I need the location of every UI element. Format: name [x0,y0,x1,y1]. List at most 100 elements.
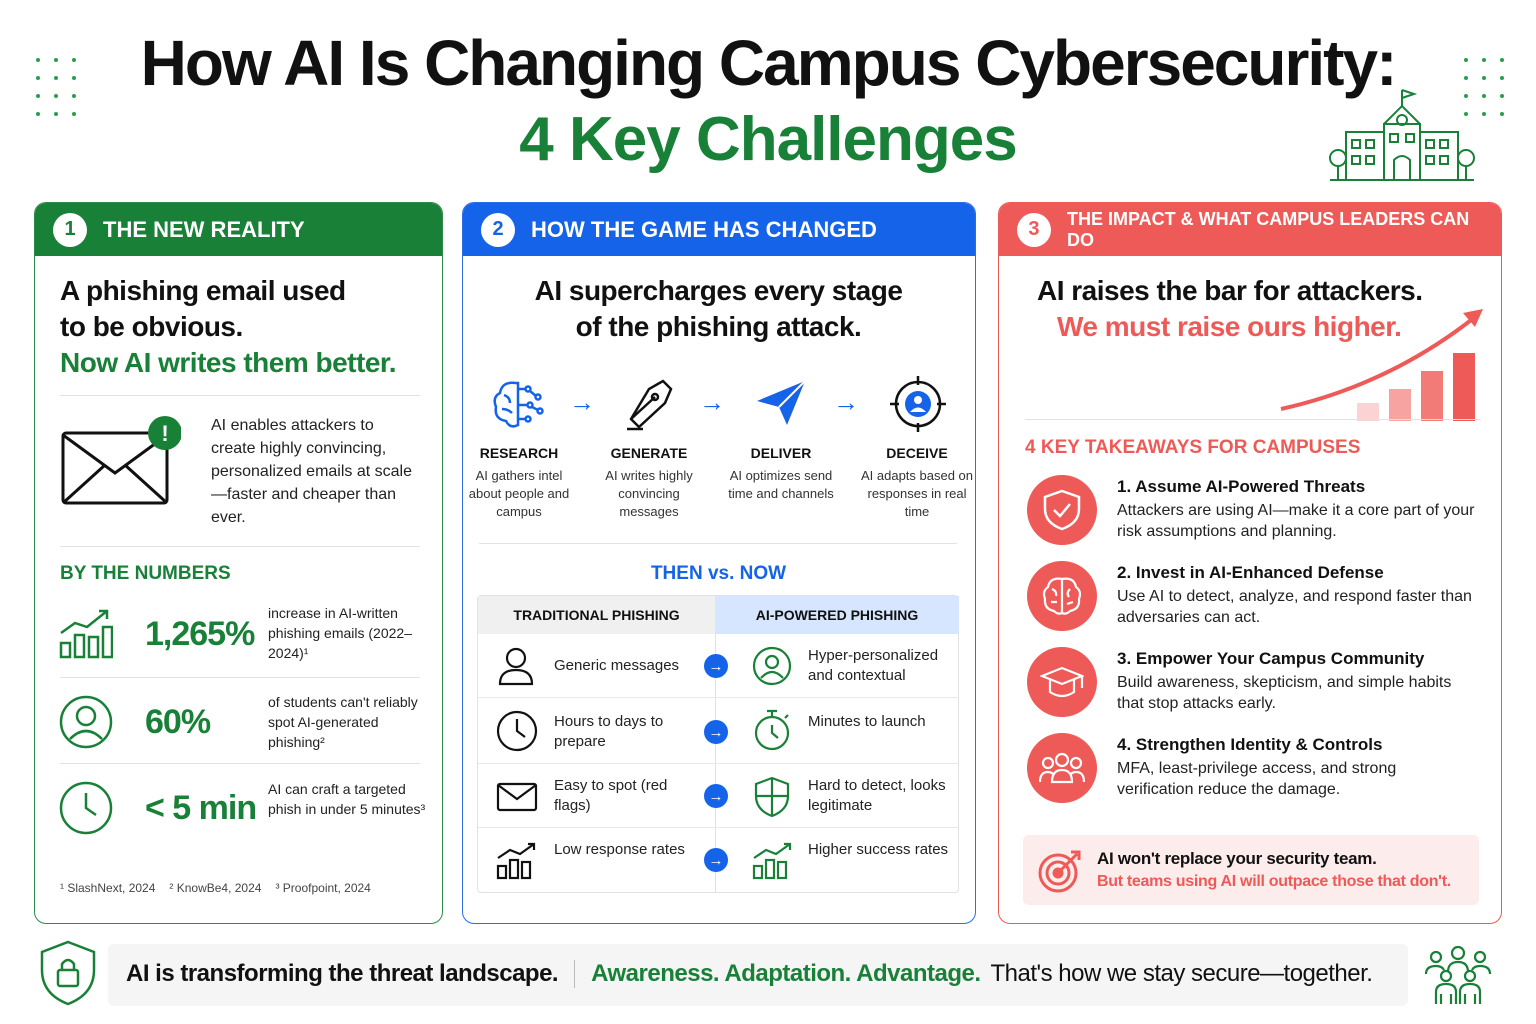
step-desc: AI writes highly convincing messages [605,468,693,519]
panel-header-title: THE NEW REALITY [103,216,305,242]
graduation-cap-icon [1040,666,1084,698]
envelope-icon [496,782,538,812]
stat-desc: increase in AI-written phishing emails (… [268,605,412,661]
clock-icon [59,781,113,835]
target-user-icon [890,376,946,432]
row-right-text: Higher success rates [808,841,949,858]
panel-number-badge: 3 [1017,212,1051,247]
row-right-text: Minutes to launch [808,713,926,730]
panel-number-badge: 2 [481,212,515,247]
user-circle-icon [752,646,792,686]
table-row: Hours to days to prepare → Minutes to la… [478,698,958,764]
panel-impact: 3 THE IMPACT & WHAT CAMPUS LEADERS CAN D… [998,202,1502,924]
row-right-text: Hyper-personalized and contextual [808,647,939,684]
takeaway-icon-bg [1027,733,1097,803]
footer-part-3: That's how we stay secure—together. [990,960,1373,987]
panel-game-changed: 2 HOW THE GAME HAS CHANGED AI supercharg… [462,202,976,924]
takeaway-title: 3. Empower Your Campus Community [1117,649,1425,668]
bar-chart-icon [496,842,536,880]
col-traditional: TRADITIONAL PHISHING [478,596,715,634]
step-desc: AI adapts based on responses in real tim… [860,468,974,519]
panel-header-title: HOW THE GAME HAS CHANGED [531,216,877,242]
source-1: ¹ SlashNext, 2024 [60,881,156,895]
pen-icon [627,379,673,431]
takeaway-desc: MFA, least-privilege access, and strong … [1117,760,1397,798]
arrow-right-icon: → [704,720,728,744]
callout-box: AI won't replace your security team. But… [1023,835,1479,905]
footer-message: AI is transforming the threat landscape.… [126,960,1373,988]
takeaway-icon-bg [1027,647,1097,717]
panel-header-title: THE IMPACT & WHAT CAMPUS LEADERS CAN DO [1066,208,1470,250]
arrow-right-icon: → [569,387,595,417]
callout-line-2: But teams using AI will outpace those th… [1097,873,1451,890]
takeaway-title: 2. Invest in AI-Enhanced Defense [1117,563,1384,582]
row-left-text: Generic messages [554,657,680,674]
source-2: ² KnowBe4, 2024 [169,881,262,895]
stat-value: < 5 min [145,789,257,827]
callout-line-1: AI won't replace your security team. [1097,849,1377,868]
headline-line-2: We must raise ours higher. [1057,311,1402,342]
arrow-right-icon: → [699,387,725,417]
takeaway-icon-bg [1027,561,1097,631]
step-title: GENERATE [610,445,688,461]
stat-value: 60% [145,703,211,741]
target-arrow-icon [1038,850,1081,893]
group-icon [1039,752,1085,784]
source-3: ³ Proofpoint, 2024 [275,881,371,895]
by-the-numbers-title: BY THE NUMBERS [60,563,231,584]
compare-title: THEN vs. NOW [650,563,787,584]
intro-text: AI enables attackers to create highly co… [211,417,412,526]
panel-new-reality: 1 THE NEW REALITY A phishing email used … [34,202,443,924]
bar-growth-icon [59,609,113,659]
takeaway-icon-bg [1027,475,1097,545]
brain-icon [1042,577,1082,615]
panel-header: 3 THE IMPACT & WHAT CAMPUS LEADERS CAN D… [999,203,1501,256]
page-title: How AI Is Changing Campus Cybersecurity: [140,27,1398,99]
table-row: Easy to spot (red flags) → Hard to detec… [478,764,958,828]
headline-line-1: AI raises the bar for attackers. [1037,275,1423,306]
step-title: RESEARCH [479,445,559,461]
decorative-dots-right [1462,56,1522,156]
send-icon [757,380,806,425]
panel-header: 2 HOW THE GAME HAS CHANGED [463,203,975,256]
takeaway-title: 4. Strengthen Identity & Controls [1117,735,1383,754]
stat-desc: AI can craft a targeted phish in under 5… [268,781,426,817]
takeaway-desc: Build awareness, skepticism, and simple … [1117,674,1452,712]
headline-line-2: to be obvious. [60,311,243,342]
arrow-right-icon: → [704,654,728,678]
rising-bars-arrow-icon [1280,309,1483,421]
shield-check-icon [1043,489,1081,531]
user-icon [498,647,534,686]
row-left-text: Hours to days to prepare [554,713,664,750]
arrow-right-icon: → [833,387,859,417]
stat-value: 1,265% [145,615,255,653]
takeaway-desc: Use AI to detect, analyze, and respond f… [1117,588,1472,626]
arrow-right-icon: → [704,848,728,872]
people-group-icon [1424,945,1492,1004]
headline-line-1: A phishing email used [60,275,346,306]
arrow-right-icon: → [704,784,728,808]
clock-icon [496,710,538,752]
step-desc: AI optimizes send time and channels [728,468,834,501]
footer-divider [574,960,576,988]
step-title: DECEIVE [886,445,948,461]
brain-icon [493,381,544,428]
user-circle-icon [59,695,113,749]
decorative-dots-left [34,56,94,156]
footer-bar [108,944,1408,1006]
stat-desc: of students can't reliably spot AI-gener… [268,694,418,750]
headline-line-3: Now AI writes them better. [60,347,397,378]
row-right-text: Hard to detect, looks legitimate [808,777,946,814]
panel-number-badge: 1 [53,212,87,247]
panel-header: 1 THE NEW REALITY [35,203,442,256]
headline-line-2: of the phishing attack. [575,311,862,342]
compare-table: TRADITIONAL PHISHING AI-POWERED PHISHING… [477,595,959,893]
page-subtitle: 4 Key Challenges [519,105,1017,174]
shield-icon [754,776,790,818]
svg-text:!: ! [161,421,168,446]
step-desc: AI gathers intel about people and campus [468,468,570,519]
footer-part-1: AI is transforming the threat landscape. [126,960,559,987]
sources: ¹ SlashNext, 2024 ² KnowBe4, 2024 ³ Proo… [60,881,371,895]
col-ai-powered: AI-POWERED PHISHING [715,596,959,634]
takeaway-desc: Attackers are using AI—make it a core pa… [1117,502,1475,540]
